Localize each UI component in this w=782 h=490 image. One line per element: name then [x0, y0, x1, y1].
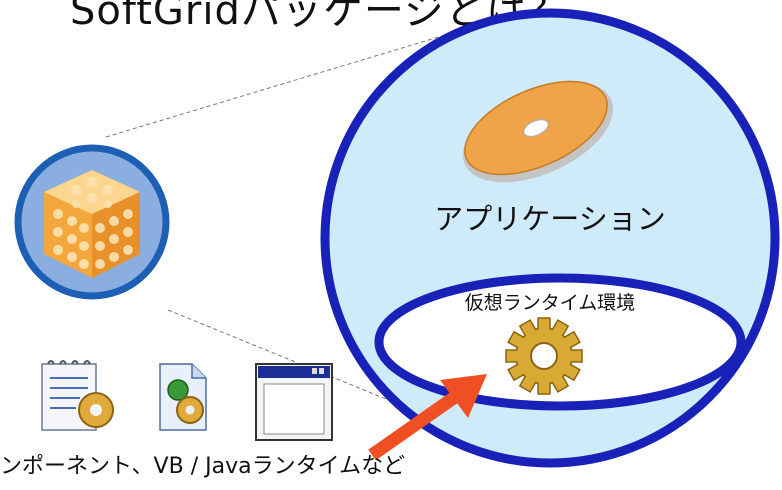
gear-icon	[505, 317, 583, 395]
application-label: アプリケーション	[434, 202, 666, 236]
zoom-line-bottom	[167, 309, 463, 431]
cd-disc-icon	[462, 80, 614, 183]
document-gear-icon	[41, 360, 114, 431]
honeycomb-cube-icon	[44, 170, 140, 278]
components-caption: ンポーネント、VB / Javaランタイムなど	[0, 454, 406, 479]
zoom-line-top	[105, 29, 463, 138]
package-circle	[14, 144, 170, 300]
file-gear-icon	[159, 363, 207, 431]
red-arrow-icon	[368, 374, 487, 461]
window-icon	[255, 363, 333, 441]
runtime-label: 仮想ランタイム環境	[464, 292, 636, 314]
